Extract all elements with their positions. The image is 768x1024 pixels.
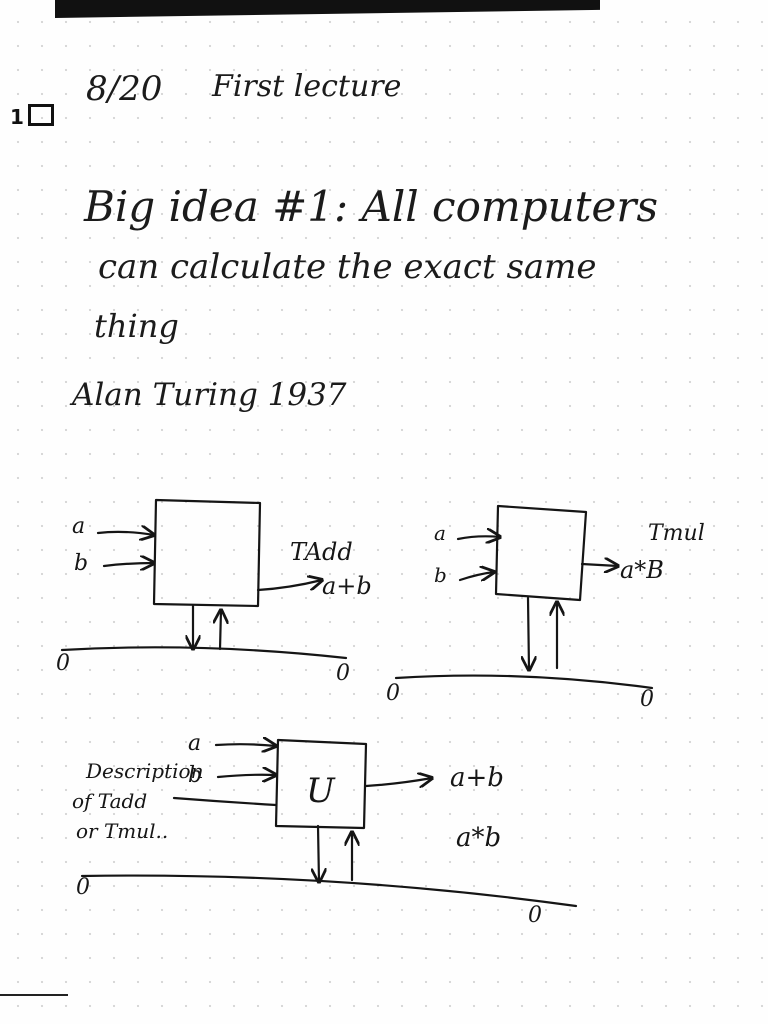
add-output-label: a+b	[322, 572, 372, 600]
mul-input-a-arrow	[456, 536, 500, 539]
page-marker-box	[27, 104, 54, 126]
mul-tape-end: 0	[640, 687, 654, 712]
add-tape-end: 0	[336, 661, 350, 686]
universal-description-line-1: Description	[85, 759, 203, 783]
add-output-arrow	[256, 580, 322, 592]
universal-tape-line	[80, 874, 578, 908]
universal-description-line-3: or Tmul..	[76, 819, 168, 843]
diagram-mul-machine: a b Tmul a*B 0 0	[386, 504, 705, 712]
add-input-a-arrow	[96, 532, 154, 535]
big-idea-line-3: thing	[94, 307, 179, 345]
add-input-b-label: b	[74, 551, 88, 576]
mul-output-arrow	[580, 564, 618, 566]
lecture-title: First lecture	[212, 69, 402, 104]
universal-description-line-2: of Tadd	[72, 789, 147, 813]
big-idea-line-1: Big idea #1: All computers	[84, 182, 658, 231]
lecture-date: 8/20	[86, 69, 163, 109]
mul-tape-start: 0	[386, 681, 400, 706]
mul-machine-name: Tmul	[648, 521, 705, 546]
mul-output-label: a*B	[620, 556, 664, 584]
universal-output-1: a+b	[450, 763, 504, 793]
universal-machine-name: U	[306, 771, 336, 811]
mul-input-b-arrow	[458, 572, 494, 580]
add-tape-read-arrow	[220, 610, 221, 651]
universal-input-a-label: a	[188, 731, 201, 756]
mul-tape-write-arrow	[528, 596, 529, 670]
mul-input-b-label: b	[434, 563, 447, 587]
universal-input-a-arrow	[214, 744, 276, 746]
add-tape-line	[60, 646, 348, 660]
diagram-universal-machine: a b Description of Tadd or Tmul.. U a+b …	[72, 731, 578, 928]
mul-machine-box	[494, 504, 588, 602]
page-edge-mark	[0, 994, 68, 996]
universal-tape-start: 0	[76, 875, 90, 900]
add-machine-name: TAdd	[290, 538, 353, 566]
universal-input-b-label: b	[188, 763, 202, 788]
mul-input-a-label: a	[434, 521, 446, 545]
add-machine-box	[152, 498, 262, 608]
universal-output-2: a*b	[456, 823, 501, 853]
universal-description-arrow	[172, 796, 278, 807]
page-number-marker: 1	[10, 104, 54, 129]
add-tape-start: 0	[56, 651, 70, 676]
add-input-b-arrow	[102, 563, 154, 566]
universal-input-b-arrow	[216, 775, 276, 777]
add-input-a-label: a	[72, 514, 85, 539]
universal-tape-write-arrow	[318, 824, 319, 882]
mul-tape-line	[394, 674, 654, 690]
diagram-add-machine: a b TAdd a+b 0 0	[56, 498, 372, 686]
universal-tape-end: 0	[528, 903, 542, 928]
big-idea-line-2: can calculate the exact same	[98, 247, 597, 287]
universal-machine-box	[274, 738, 368, 830]
page-number: 1	[10, 105, 24, 129]
big-idea-credit: Alan Turing 1937	[72, 377, 347, 413]
universal-output-arrow	[364, 778, 432, 786]
